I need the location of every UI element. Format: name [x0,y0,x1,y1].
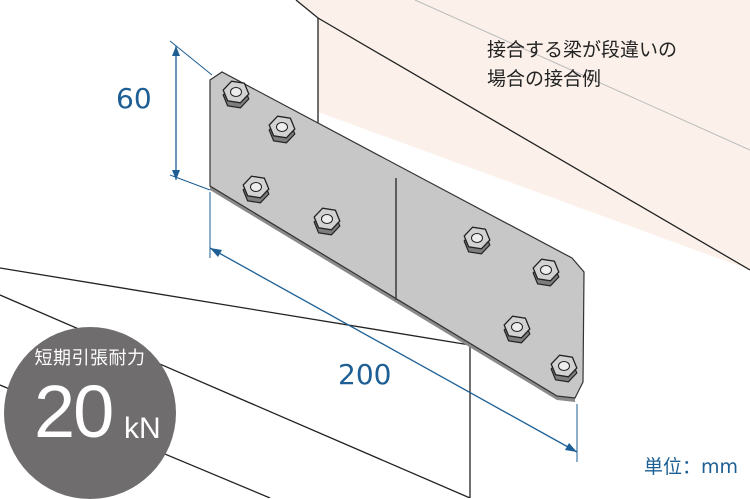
badge-label: 短期引張耐力 [34,348,146,369]
caption-line-2: 場合の接合例 [487,68,602,90]
badge-unit: kN [124,412,161,445]
dim-60-ext-top [169,40,213,76]
bolt-icon [242,175,270,204]
dimension-height-label: 60 [116,82,152,115]
dim-200-arrow-left [210,248,222,257]
dimension-length-label: 200 [338,358,392,391]
bolt-icon [268,115,296,144]
bolt-icon [550,354,578,383]
bolt-group [222,80,578,383]
dim-60-arrow-bottom [172,170,180,180]
dim-60-ext-bottom [169,174,211,191]
dim-200-arrow-right [565,443,577,452]
bolt-icon [313,207,341,236]
bolt-icon [463,226,491,255]
bolt-icon [503,315,531,344]
caption-line-1: 接合する梁が段違いの [487,39,678,61]
upper-beam-top-face [296,0,750,18]
dim-200-line [209,247,578,453]
bolt-icon [532,258,560,287]
steel-plate [209,71,585,399]
unit-label: 単位：mm [643,456,738,478]
caption-note: 接合する梁が段違いの 場合の接合例 [487,36,677,94]
badge-value: 20 [34,370,114,453]
strength-badge: 短期引張耐力 20 kN [4,327,176,499]
dim-60-arrow-top [172,46,180,56]
lower-beam-top-edge [0,267,471,346]
upper-beam-back-edge [414,0,750,151]
bolt-icon [222,80,250,109]
